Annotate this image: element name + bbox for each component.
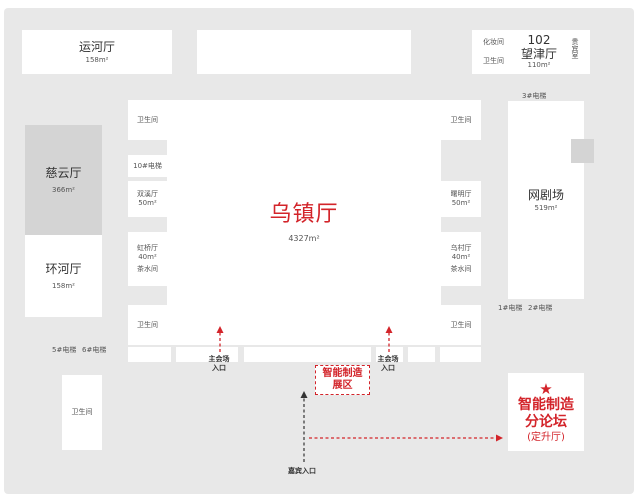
restroom-hall-bottom-right[interactable]: 卫生间 xyxy=(441,305,481,345)
room-wangjuchang-name: 网剧场 xyxy=(527,187,564,202)
room-hongqiao[interactable]: 虹桥厅 40m² 茶水间 xyxy=(128,232,167,286)
room-wangjin[interactable]: 化妆间 卫生间 102 望津厅 110m² 贵宾室 xyxy=(472,30,590,74)
strip-3 xyxy=(244,347,371,362)
main-entrance-left-label: 主会场 入口 xyxy=(208,355,230,372)
room-ciyun-name: 慈云厅 xyxy=(45,165,82,180)
room-huanhe[interactable]: 环河厅 158m² xyxy=(25,235,102,317)
room-yunhe-area: 158m² xyxy=(85,55,109,64)
room-wucun-name: 乌村厅 xyxy=(450,244,472,252)
arrow-up-icon xyxy=(300,391,308,398)
arrow-up-icon xyxy=(385,326,393,333)
room-wuzhen-area: 4327m² xyxy=(288,234,320,243)
room-shuangxi[interactable]: 双溪厅 50m² xyxy=(128,181,167,217)
restroom-hall-bottom-left[interactable]: 卫生间 xyxy=(128,305,167,345)
vip-room-label: 贵宾室 xyxy=(571,38,579,59)
room-huanhe-name: 环河厅 xyxy=(45,261,82,276)
elevator-2-label: 2#电梯 xyxy=(528,304,553,312)
room-hongqiao-area: 40m² xyxy=(138,253,157,261)
strip-2 xyxy=(176,347,238,362)
forum-hall-name: (定升厅) xyxy=(527,431,565,443)
room-shuangxi-area: 50m² xyxy=(138,199,157,207)
room-top-middle xyxy=(197,30,411,74)
wangjuchang-annex xyxy=(571,139,594,163)
room-wucun-area: 40m² xyxy=(451,253,471,261)
room-hongqiao-name: 虹桥厅 xyxy=(137,244,158,252)
room-shuming-area: 50m² xyxy=(451,199,471,207)
room-wangjin-area: 110m² xyxy=(527,61,551,69)
restroom-hall-top-right[interactable]: 卫生间 xyxy=(441,100,481,140)
room-shuming[interactable]: 曙明厅 50m² xyxy=(441,181,481,217)
vip-entrance-label: 嘉宾入口 xyxy=(288,467,316,475)
strip-5 xyxy=(408,347,435,362)
room-huanhe-area: 158m² xyxy=(52,281,75,290)
arrow-up-icon xyxy=(216,326,224,333)
room-shuming-name: 曙明厅 xyxy=(450,190,472,198)
room-yunhe[interactable]: 运河厅 158m² xyxy=(22,30,172,74)
strip-1 xyxy=(128,347,171,362)
elevator-3-label: 3#电梯 xyxy=(522,92,547,100)
makeup-room-label: 化妆间 xyxy=(483,38,504,46)
forum-title: 智能制造 分论坛 xyxy=(518,396,574,430)
room-wangjuchang-area: 519m² xyxy=(534,203,558,212)
tearoom-right-label: 茶水间 xyxy=(450,265,472,273)
room-wangjin-name: 望津厅 xyxy=(520,47,557,61)
forum-room[interactable]: ★ 智能制造 分论坛 (定升厅) xyxy=(508,373,584,451)
room-wangjuchang[interactable]: 网剧场 519m² xyxy=(508,101,584,299)
arrow-right-icon xyxy=(496,434,503,442)
room-wuzhen-name: 乌镇厅 xyxy=(269,202,339,227)
room-wuzhen[interactable]: 乌镇厅 4327m² xyxy=(167,100,441,345)
main-entrance-right-label: 主会场 入口 xyxy=(377,355,399,372)
elevator-6-label: 6#电梯 xyxy=(82,346,107,354)
tearoom-left-label: 茶水间 xyxy=(137,265,158,273)
room-shuangxi-name: 双溪厅 xyxy=(137,190,158,198)
restroom-hall-top-left[interactable]: 卫生间 xyxy=(128,100,167,140)
room-yunhe-name: 运河厅 xyxy=(78,39,115,54)
strip-4 xyxy=(376,347,403,362)
elevator-1-label: 1#电梯 xyxy=(498,304,523,312)
restroom-bottom-left[interactable]: 卫生间 xyxy=(62,375,102,450)
room-ciyun[interactable]: 慈云厅 366m² xyxy=(25,125,102,235)
strip-6 xyxy=(440,347,481,362)
restroom-wangjin-label: 卫生间 xyxy=(483,57,504,65)
elevator-5-label: 5#电梯 xyxy=(52,346,77,354)
room-wucun[interactable]: 乌村厅 40m² 茶水间 xyxy=(441,232,481,286)
star-icon: ★ xyxy=(539,379,553,398)
room-wangjin-number: 102 xyxy=(527,33,551,47)
expo-zone[interactable]: 智能制造 展区 xyxy=(315,365,370,395)
elevator-10[interactable]: 10#电梯 xyxy=(128,155,167,177)
room-ciyun-area: 366m² xyxy=(52,185,75,194)
